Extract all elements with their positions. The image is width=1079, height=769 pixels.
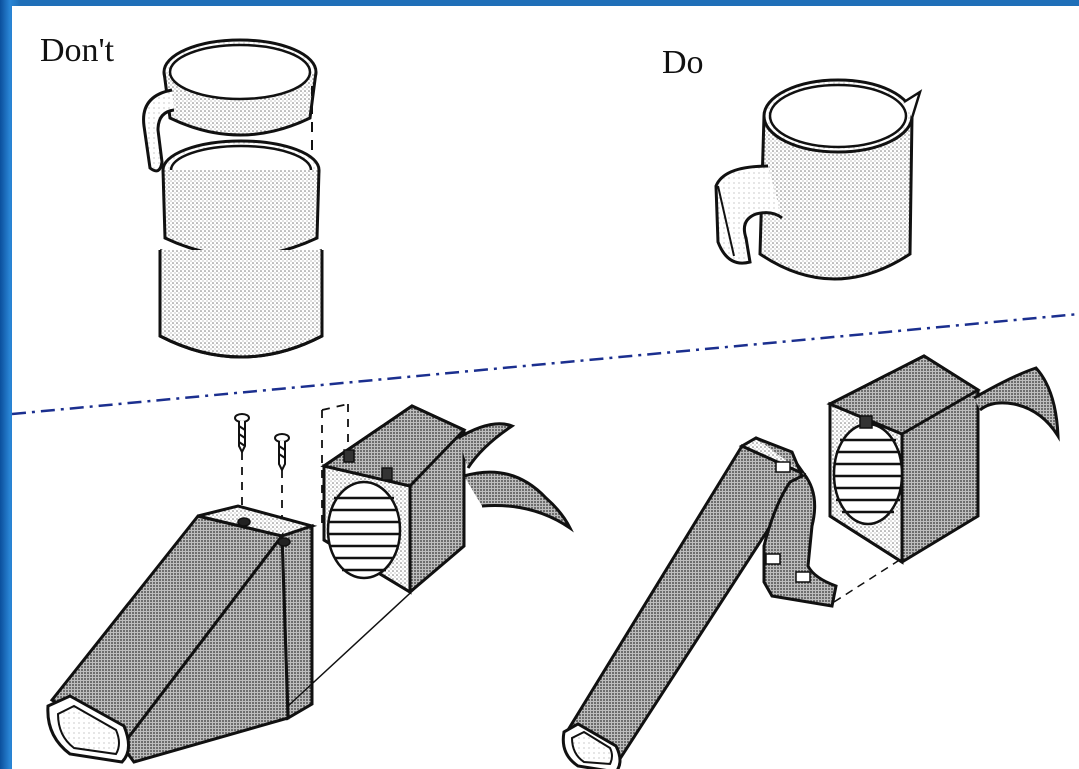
divider-line: [12, 312, 1079, 416]
diagram-illustration: [12, 38, 1079, 769]
dont-label: Don't: [40, 32, 115, 69]
diagram-canvas: Don't Do: [12, 6, 1079, 769]
screwed-assembly-illustration: [46, 403, 574, 764]
two-part-cup-illustration: [142, 38, 324, 359]
snap-fit-assembly-illustration: [561, 354, 1060, 769]
single-piece-cup-illustration: [714, 78, 923, 281]
do-label: Do: [662, 44, 704, 81]
